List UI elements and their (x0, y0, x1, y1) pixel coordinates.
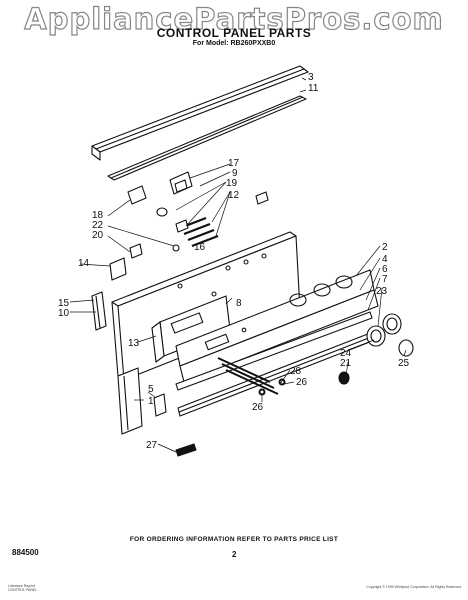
callout-8: 8 (236, 298, 242, 309)
callout-22: 22 (92, 220, 104, 231)
part-push-buttons (217, 357, 286, 396)
page-number: 2 (232, 550, 237, 559)
callout-10: 10 (58, 308, 70, 319)
ordering-note: FOR ORDERING INFORMATION REFER TO PARTS … (129, 536, 339, 543)
callout-21: 21 (340, 358, 352, 369)
callout-26-a: 26 (296, 377, 308, 388)
part-screw (175, 443, 197, 457)
callout-20: 20 (92, 230, 104, 241)
callout-19: 19 (226, 178, 238, 189)
part-side-trim (117, 367, 143, 435)
callout-26-b: 26 (252, 402, 264, 413)
callout-5: 5 (148, 384, 154, 395)
model-subtitle: For Model: RB260PXXB0 (192, 40, 276, 47)
part-gasket-strip (107, 95, 307, 181)
callout-18: 18 (92, 210, 104, 221)
callout-13: 13 (128, 338, 140, 349)
callout-9: 9 (232, 168, 238, 179)
corner-line-2: CONTROL PANEL (8, 588, 38, 592)
callout-27: 27 (146, 440, 158, 451)
callout-12: 12 (228, 190, 240, 201)
part-switches (127, 171, 269, 248)
part-clip (129, 243, 180, 259)
callout-28: 28 (290, 366, 302, 377)
corner-reprint-note: Literature Reprint CONTROL PANEL (8, 584, 37, 592)
callout-14: 14 (78, 258, 90, 269)
callout-15: 15 (58, 298, 70, 309)
corner-line-1: Literature Reprint (8, 584, 36, 588)
page-title: CONTROL PANEL PARTS (156, 26, 312, 40)
callout-labels: 3 11 17 9 19 12 18 22 20 16 14 15 10 8 1… (58, 72, 410, 451)
callout-23: 23 (376, 286, 388, 297)
callout-6: 6 (382, 264, 388, 275)
callout-24: 24 (340, 348, 352, 359)
callout-4: 4 (382, 254, 388, 265)
watermark: AppliancePartsPros.com (24, 1, 444, 36)
document-number: 884500 (12, 548, 39, 557)
callout-16: 16 (194, 242, 206, 253)
callout-1: 1 (148, 396, 154, 407)
callout-2: 2 (382, 242, 388, 253)
callout-7: 7 (382, 274, 388, 285)
part-lower-trim (175, 311, 381, 417)
callout-3: 3 (308, 72, 314, 83)
callout-25: 25 (398, 358, 410, 369)
part-side-bracket (91, 291, 107, 331)
part-small-clip (153, 393, 167, 417)
part-bracket (109, 257, 127, 281)
copyright-note: Copyright © 1990 Whirlpool Corporation. … (366, 585, 462, 589)
callout-11: 11 (308, 83, 319, 94)
part-top-trim (91, 65, 309, 161)
part-front-control-panel (175, 269, 379, 383)
callout-17: 17 (228, 158, 240, 169)
